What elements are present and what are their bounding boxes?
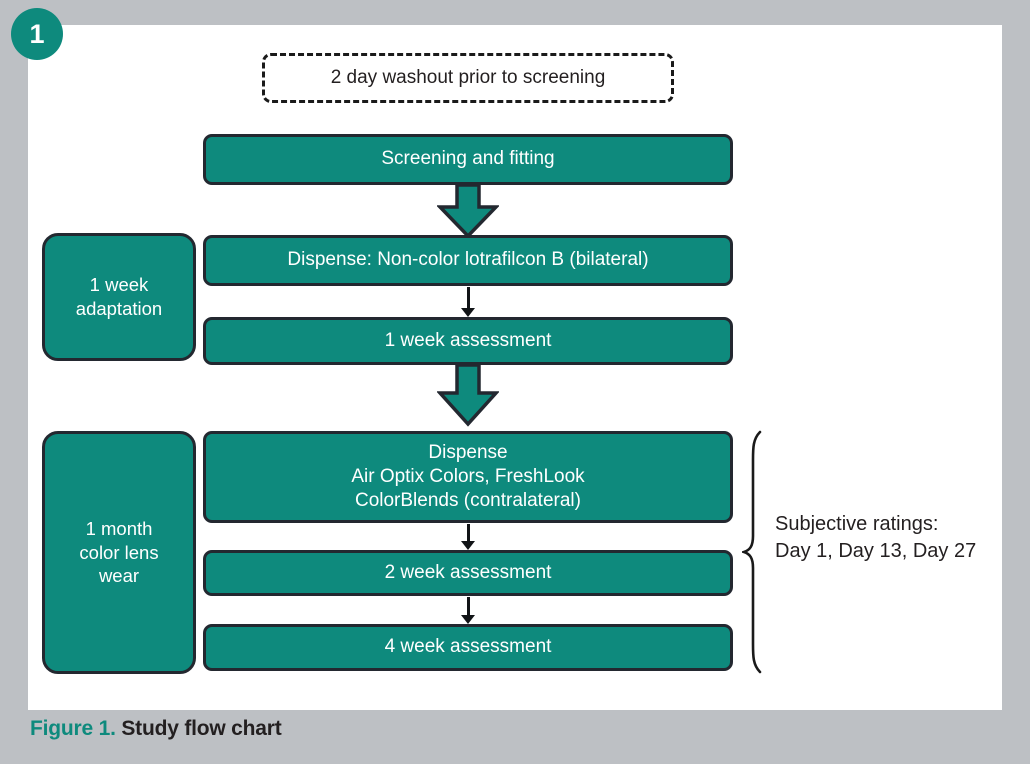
node-assessment-2-week: 2 week assessment	[203, 550, 733, 596]
flow-arrow-2week-to-4week	[460, 597, 476, 624]
node-assessment-4-week: 4 week assessment	[203, 624, 733, 671]
flow-arrow-screening-to-dispense	[437, 185, 499, 239]
flow-arrow-1week-to-dispense-color	[437, 365, 499, 427]
figure-caption: Figure 1. Study flow chart	[30, 717, 282, 741]
node-washout: 2 day washout prior to screening	[262, 53, 674, 103]
flow-arrow-dispense-to-1week	[460, 287, 476, 317]
node-dispense-non-color: Dispense: Non-color lotrafilcon B (bilat…	[203, 235, 733, 286]
annotation-subjective-ratings: Subjective ratings: Day 1, Day 13, Day 2…	[775, 513, 977, 562]
figure-caption-label: Figure 1.	[30, 717, 116, 740]
flow-arrow-dispense-color-to-2week	[460, 524, 476, 550]
node-assessment-1-week: 1 week assessment	[203, 317, 733, 365]
node-dispense-color-lenses: Dispense Air Optix Colors, FreshLook Col…	[203, 431, 733, 523]
node-screening-and-fitting: Screening and fitting	[203, 134, 733, 185]
figure-number-badge: 1	[11, 8, 63, 60]
figure-caption-text: Study flow chart	[121, 717, 282, 740]
node-phase-one-month-color-lens-wear: 1 month color lens wear	[42, 431, 196, 674]
curly-brace-icon	[742, 430, 768, 674]
node-phase-one-week-adaptation: 1 week adaptation	[42, 233, 196, 361]
